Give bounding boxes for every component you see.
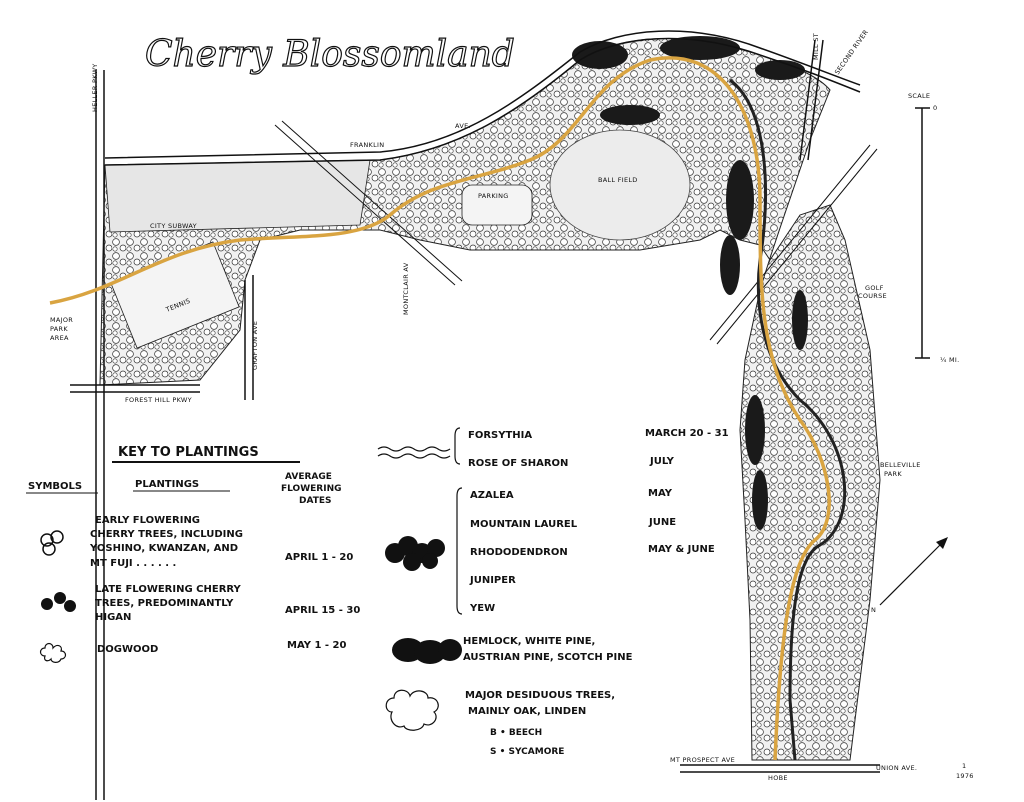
golf-label: GOLF	[865, 284, 884, 292]
conifer-line-1: HEMLOCK, WHITE PINE,	[463, 636, 595, 647]
mt-prospect-label: MT PROSPECT AVE	[670, 756, 735, 764]
hedge-1-name: FORSYTHIA	[468, 430, 532, 441]
roads	[70, 30, 880, 800]
railroads	[274, 120, 878, 345]
scale-zero: 0	[933, 104, 937, 112]
cherry-path	[49, 56, 831, 761]
shrub-4-name: JUNIPER	[469, 575, 516, 586]
montclair-label: MONTCLAIR AV	[402, 262, 410, 315]
shrub-2-date: JUNE	[648, 517, 676, 528]
map-title: Cherry Blossomland	[145, 34, 515, 75]
north-arrow: N	[871, 537, 948, 614]
park-drive	[729, 78, 847, 761]
course-label: COURSE	[858, 292, 887, 300]
scale-end: ¼ MI.	[940, 356, 959, 364]
conifer-masses	[572, 36, 808, 530]
col-plantings: PLANTINGS	[135, 479, 199, 490]
late-cherry-symbol	[41, 598, 53, 610]
dogwood-label: DOGWOOD	[97, 644, 158, 655]
late-line-3: HIGAN	[95, 612, 131, 623]
key-heading: KEY TO PLANTINGS	[118, 445, 259, 460]
hedge-1-date: MARCH 20 - 31	[645, 428, 729, 439]
dogwood-symbol	[39, 642, 67, 663]
heller-label: HELLER PKWY	[91, 63, 99, 112]
north-label: N	[871, 606, 876, 614]
city-subway-label: CITY SUBWAY	[150, 222, 197, 230]
conifer-line-2: AUSTRIAN PINE, SCOTCH PINE	[463, 652, 633, 663]
shrub-1-name: AZALEA	[470, 490, 514, 501]
shrub-symbol	[385, 536, 445, 571]
second-river-label: SECOND RIVER	[833, 28, 870, 76]
late-line-2: TREES, PREDOMINANTLY	[95, 598, 234, 609]
belleville-park-label: PARK	[884, 470, 902, 478]
deciduous-line-1: MAJOR DESIDUOUS TREES,	[465, 690, 615, 701]
sheet-number: 1	[962, 762, 966, 770]
ball-field-label: BALL FIELD	[598, 176, 638, 184]
forest-hill-label: FOREST HILL PKWY	[125, 396, 192, 404]
belleville-label: BELLEVILLE	[880, 461, 921, 469]
early-cherry-symbol	[40, 533, 54, 547]
scale-bar: SCALE 0 ¼ MI.	[908, 92, 959, 364]
hedge-symbol	[377, 446, 451, 452]
deciduous-line-2: MAINLY OAK, LINDEN	[468, 706, 586, 717]
hedge-2-name: ROSE OF SHARON	[468, 458, 568, 469]
conifer-symbol	[392, 638, 462, 664]
deciduous-symbol	[385, 689, 439, 731]
early-date: APRIL 1 - 20	[285, 552, 353, 563]
hobe-label: HOBE	[768, 774, 788, 782]
grafton-label: GRAFTON AVE	[251, 321, 259, 370]
shrub-3-name: RHODODENDRON	[470, 547, 568, 558]
col-symbols: SYMBOLS	[28, 481, 82, 492]
mill-label: MILL ST	[812, 33, 820, 60]
dogwood-date: MAY 1 - 20	[287, 640, 346, 651]
shrub-3-date: MAY & JUNE	[648, 544, 715, 555]
col-dates-2: FLOWERING	[281, 484, 342, 494]
area-label: AREA	[50, 334, 69, 342]
shrub-5-name: YEW	[469, 603, 495, 614]
shrub-2-name: MOUNTAIN LAUREL	[470, 519, 578, 530]
major-label: MAJOR	[50, 316, 73, 324]
park-label: PARK	[50, 325, 68, 333]
parking-label: PARKING	[478, 192, 509, 200]
sheet-year: 1976	[956, 772, 974, 780]
early-line-4: MT FUJI . . . . . .	[90, 558, 176, 569]
legend: KEY TO PLANTINGS SYMBOLS PLANTINGS AVERA…	[26, 427, 729, 757]
col-dates-1: AVERAGE	[285, 472, 332, 482]
park-land	[99, 38, 881, 761]
franklin-ave-label: AVE.	[455, 122, 471, 130]
beech-label: B • BEECH	[490, 728, 542, 738]
scale-label: SCALE	[908, 92, 930, 100]
early-line-3: YOSHINO, KWANZAN, AND	[89, 543, 238, 554]
col-dates-3: DATES	[299, 496, 332, 506]
early-line-1: EARLY FLOWERING	[95, 515, 200, 526]
sycamore-label: S • SYCAMORE	[490, 747, 564, 757]
late-date: APRIL 15 - 30	[285, 605, 360, 616]
early-line-2: CHERRY TREES, INCLUDING	[90, 529, 243, 540]
franklin-label: FRANKLIN	[350, 141, 384, 149]
hedge-2-date: JULY	[649, 456, 675, 467]
late-line-1: LATE FLOWERING CHERRY	[95, 584, 242, 595]
shrub-1-date: MAY	[648, 488, 673, 499]
union-label: UNION AVE.	[876, 764, 917, 772]
